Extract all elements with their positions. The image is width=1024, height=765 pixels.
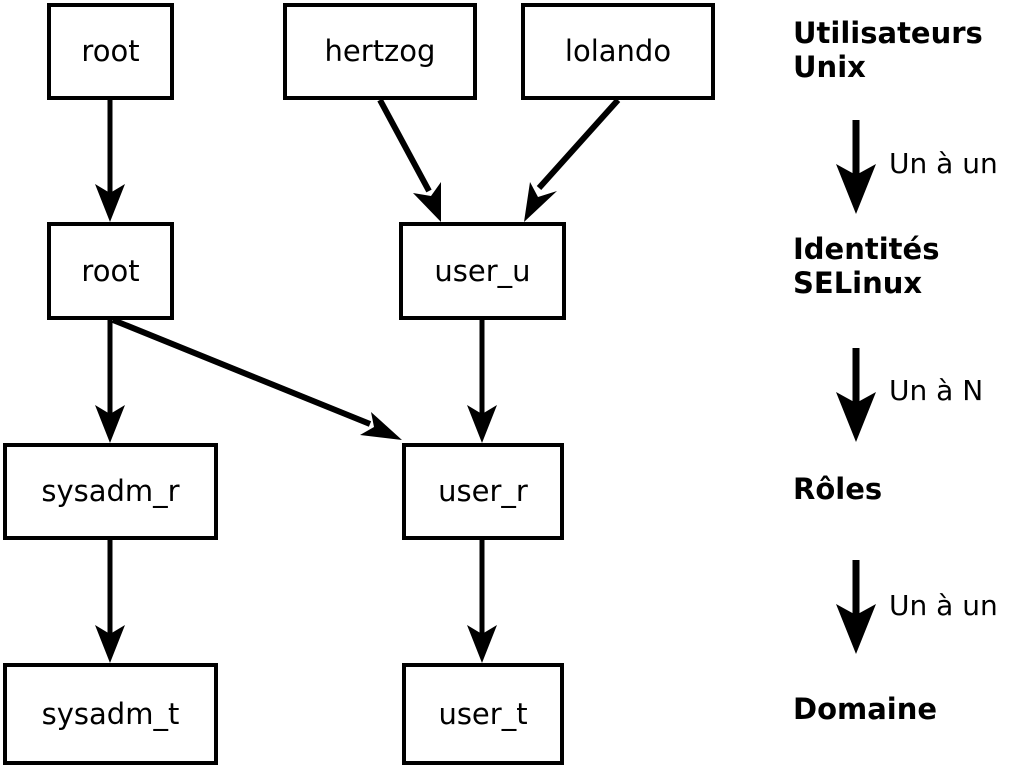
node-role-user-r[interactable]: user_r bbox=[402, 443, 564, 540]
edge-hertzog-useru bbox=[377, 98, 441, 222]
node-identity-root[interactable]: root bbox=[47, 222, 174, 320]
legend-stage-unix-users: Utilisateurs Unix bbox=[793, 16, 983, 84]
legend-edge-label-one-to-one-bottom: Un à un bbox=[889, 589, 998, 622]
node-domain-sysadm-t[interactable]: sysadm_t bbox=[3, 663, 218, 765]
node-label: root bbox=[81, 253, 140, 288]
edge-lolando-useru bbox=[524, 97, 621, 222]
edge-identroot-sysadmr bbox=[95, 320, 125, 443]
node-label: sysadm_r bbox=[41, 474, 180, 508]
legend-stage-selinux-identities: Identités SELinux bbox=[793, 232, 940, 300]
legend-arrow-2 bbox=[836, 348, 876, 442]
legend-edge-label-one-to-one-top: Un à un bbox=[889, 147, 998, 180]
edge-identroot-userr bbox=[111, 317, 402, 440]
node-role-sysadm-r[interactable]: sysadm_r bbox=[3, 443, 218, 540]
node-identity-user-u[interactable]: user_u bbox=[399, 222, 566, 320]
edge-sysadmr-sysadmt bbox=[95, 540, 125, 663]
node-label: user_t bbox=[438, 696, 528, 731]
edge-unixroot-identroot bbox=[95, 100, 125, 222]
node-label: hertzog bbox=[324, 34, 436, 68]
node-label: sysadm_t bbox=[41, 696, 180, 731]
legend-arrow-3 bbox=[836, 560, 876, 654]
edge-userr-usert bbox=[467, 540, 497, 663]
node-domain-user-t[interactable]: user_t bbox=[402, 663, 564, 765]
node-label: lolando bbox=[564, 34, 672, 68]
legend-arrow-1 bbox=[836, 120, 876, 214]
node-unix-root[interactable]: root bbox=[47, 3, 174, 100]
node-label: root bbox=[81, 34, 140, 68]
node-unix-hertzog[interactable]: hertzog bbox=[283, 3, 477, 100]
legend-edge-label-one-to-n: Un à N bbox=[889, 374, 984, 407]
node-label: user_r bbox=[438, 474, 528, 508]
node-label: user_u bbox=[434, 253, 531, 288]
legend-stage-domain: Domaine bbox=[793, 692, 938, 726]
legend-stage-roles: Rôles bbox=[793, 472, 883, 506]
node-unix-lolando[interactable]: lolando bbox=[521, 3, 715, 100]
edge-useru-userr bbox=[467, 320, 497, 443]
